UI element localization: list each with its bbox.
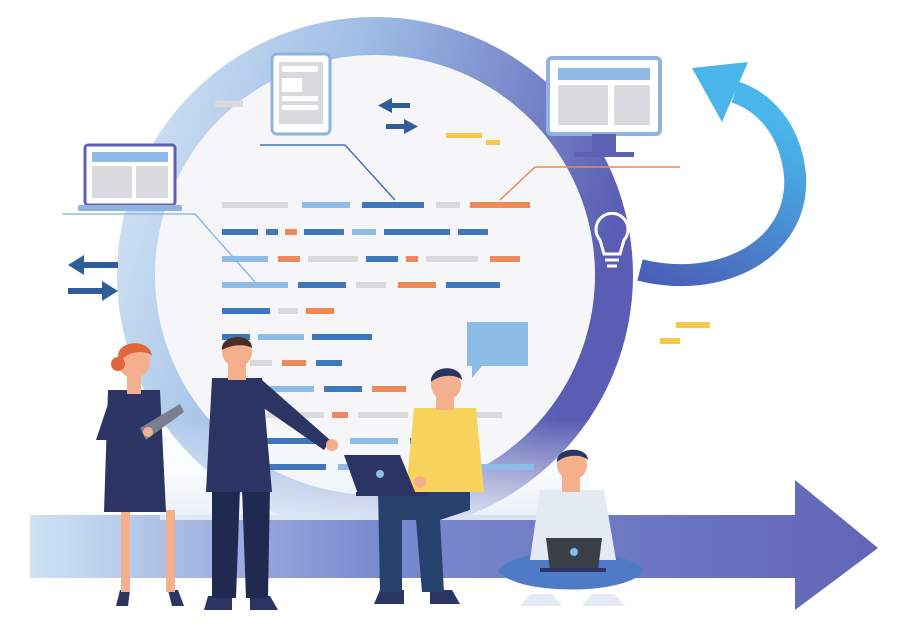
monitor-icon (546, 56, 662, 157)
swap-arrows-icon (68, 98, 418, 301)
cycle-arrow-icon (637, 62, 807, 287)
accent-dashes (215, 101, 710, 344)
man-cross-legged (498, 449, 644, 606)
connector-lines (62, 144, 680, 283)
chat-bubble-icon (467, 322, 528, 378)
tablet-icon (270, 52, 332, 136)
laptop-icon (78, 143, 182, 211)
man-pointing (204, 336, 338, 610)
lightbulb-icon (594, 211, 630, 268)
woman-with-tablet (96, 343, 184, 606)
man-with-laptop (344, 368, 484, 604)
